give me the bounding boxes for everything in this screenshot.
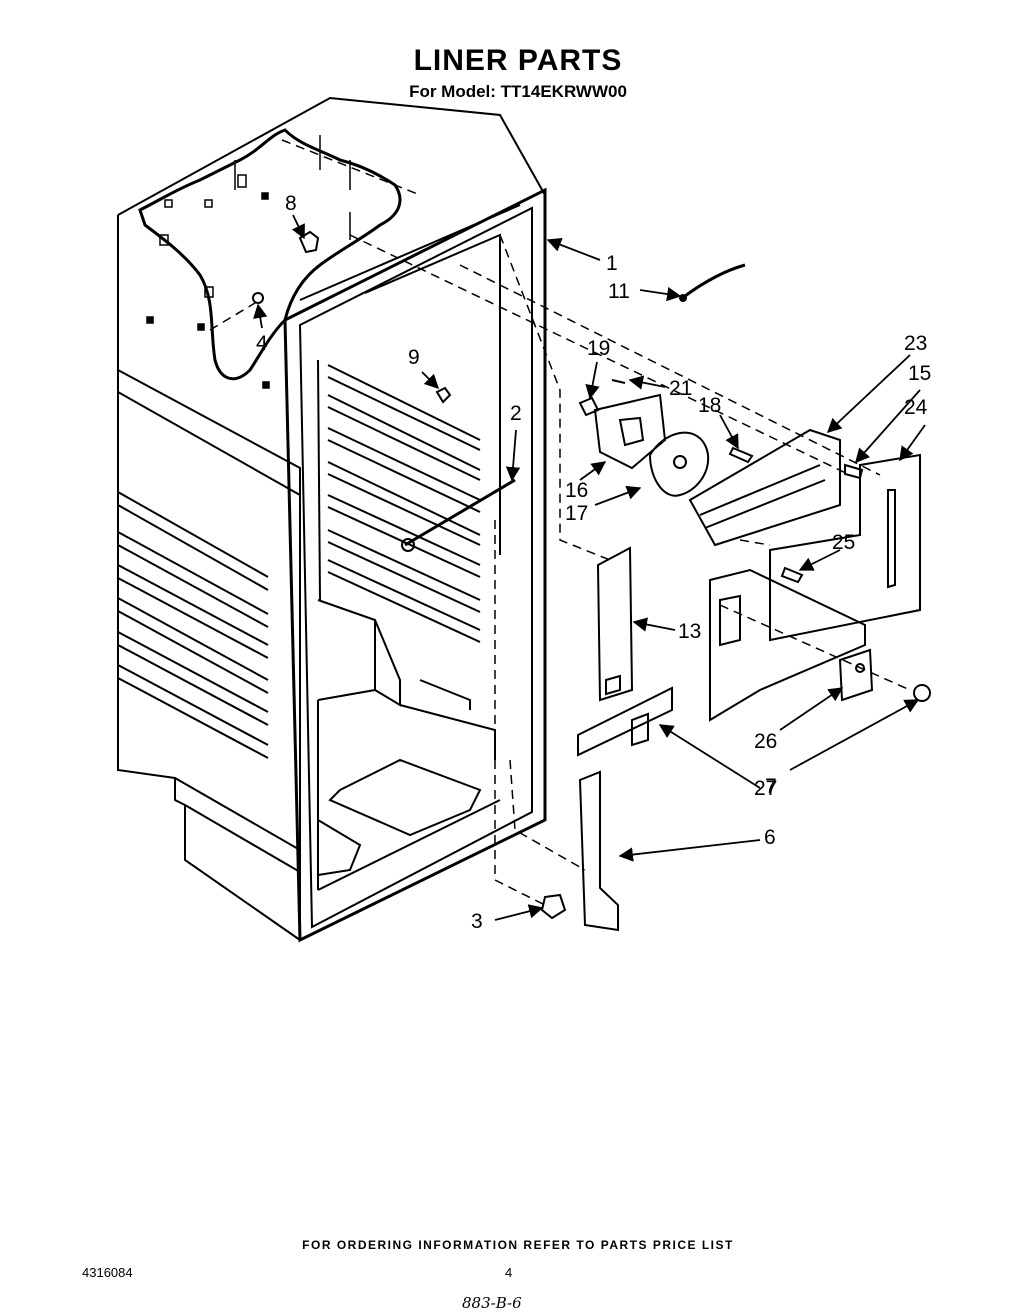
callout-26: 26 [754,730,777,753]
callout-18: 18 [698,394,721,417]
callout-2: 2 [510,402,522,425]
liner-frame [283,187,547,943]
cabinet-shell [117,96,546,941]
callout-6: 6 [764,826,776,849]
callout-8: 8 [285,192,297,215]
callout-19: 19 [587,337,610,360]
callout-15: 15 [908,362,931,385]
callout-27: 27 [754,777,777,800]
leader-arrows [253,214,926,921]
callout-24: 24 [904,396,928,419]
callout-7: 7 [765,775,777,798]
callout-23: 23 [904,332,927,355]
document-number: 4316084 [82,1265,133,1280]
callout-9: 9 [408,346,420,369]
callout-25: 25 [832,531,855,554]
callout-13: 13 [678,620,701,643]
interior-shelves [317,233,501,891]
page-title: LINER PARTS [413,44,623,77]
callout-16: 16 [565,479,588,502]
callout-1: 1 [606,252,618,275]
callout-21: 21 [669,377,692,400]
handwritten-code: 883-B-6 [462,1294,522,1312]
cutaway-detail [146,135,351,389]
callout-11: 11 [608,280,630,303]
cutaway-outline [138,128,402,381]
side-ribs [117,491,269,759]
assembly-lines [209,139,911,906]
small-parts [252,230,931,932]
model-line: For Model: TT14EKRWW00 [409,82,627,101]
callout-3: 3 [471,910,483,933]
callout-17: 17 [565,502,588,525]
callout-4: 4 [256,332,268,355]
page-number: 4 [505,1265,513,1280]
ordering-info-note: FOR ORDERING INFORMATION REFER TO PARTS … [302,1238,734,1252]
